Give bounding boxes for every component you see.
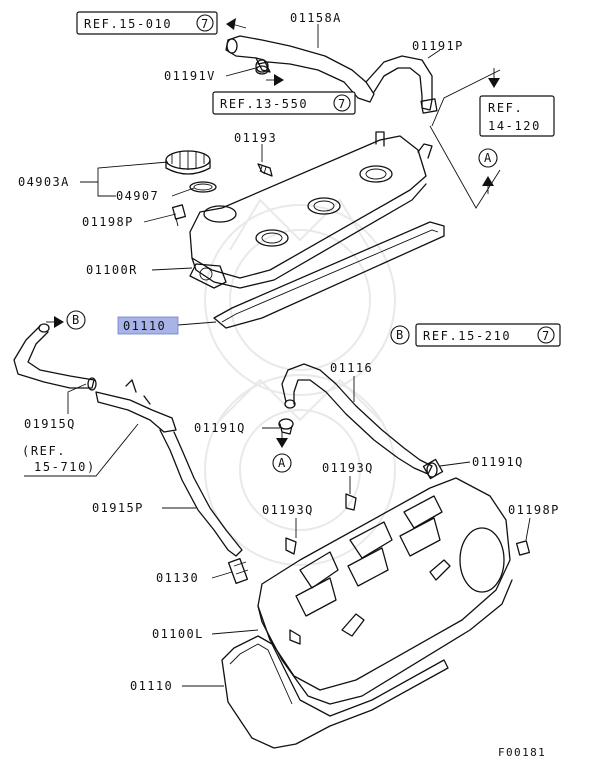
ref-15-710[interactable]: (REF. 15-710): [22, 444, 96, 474]
ref-14-120-line2: 14-120: [488, 119, 541, 133]
label-01915Q[interactable]: 01915Q: [24, 417, 76, 431]
ref-box-13-550[interactable]: REF.13-550 7: [212, 91, 356, 115]
hose-01191P[interactable]: [365, 55, 438, 114]
bolt-01198P-top[interactable]: [171, 204, 187, 227]
label-01110-bottom[interactable]: 01110: [130, 679, 173, 693]
rocker-cover-right-01100R[interactable]: [189, 131, 433, 289]
leader-lines: [24, 24, 531, 687]
clamp-01191Q-left[interactable]: [278, 418, 294, 435]
ref-15-010-text: REF.15-010: [84, 17, 172, 31]
label-01193Q-mid[interactable]: 01193Q: [262, 503, 314, 517]
clamp-01191V[interactable]: [255, 65, 269, 75]
label-01198P-top[interactable]: 01198P: [82, 215, 134, 229]
screw-01193Q-mid[interactable]: [285, 537, 297, 555]
marker-a-top-text: A: [484, 151, 493, 165]
ref-15-210-circled-number: 7: [542, 329, 551, 343]
flow-arrows: [46, 18, 500, 448]
marker-a-bottom-text: A: [278, 456, 287, 470]
marker-b-right[interactable]: B: [390, 325, 410, 345]
bracket[interactable]: [95, 379, 177, 433]
breather-hose-01158A[interactable]: [225, 35, 375, 103]
watermark-logo: [204, 198, 396, 566]
label-01100R[interactable]: 01100R: [86, 263, 138, 277]
label-01130[interactable]: 01130: [156, 571, 199, 585]
label-01110-top-highlighted[interactable]: 01110: [117, 316, 179, 335]
ref-15-710-line1: (REF.: [22, 444, 66, 458]
label-04907[interactable]: 04907: [116, 189, 159, 203]
marker-a-bottom[interactable]: A: [272, 453, 292, 473]
label-01193Q-top[interactable]: 01193Q: [322, 461, 374, 475]
ref-box-15-210[interactable]: REF.15-210 7: [415, 323, 561, 347]
label-01191Q-right[interactable]: 01191Q: [472, 455, 524, 469]
label-04903A[interactable]: 04903A: [18, 175, 70, 189]
gasket-01110-top[interactable]: [213, 221, 445, 329]
label-01191Q-left[interactable]: 01191Q: [194, 421, 246, 435]
figure-id: F00181: [498, 746, 546, 759]
marker-b-right-text: B: [396, 328, 405, 342]
highlight-box: [117, 316, 179, 335]
ref-15-210-text: REF.15-210: [423, 329, 511, 343]
gasket-01110-bottom[interactable]: [221, 635, 449, 749]
rocker-cover-left-01100L[interactable]: [257, 477, 513, 705]
label-01110-top: 01110: [123, 319, 166, 333]
clamp-01191Q-right[interactable]: [422, 458, 444, 480]
label-01191P[interactable]: 01191P: [412, 39, 464, 53]
ref-15-710-line2: 15-710): [34, 460, 96, 474]
label-01915P[interactable]: 01915P: [92, 501, 144, 515]
label-01116[interactable]: 01116: [330, 361, 373, 375]
oil-filler-cap[interactable]: [165, 150, 217, 193]
screw-01193Q-top[interactable]: [345, 493, 357, 511]
ref-14-120-line1: REF.: [488, 101, 523, 115]
marker-b-left-text: B: [72, 313, 81, 327]
bolt-01198P-bottom[interactable]: [515, 540, 531, 556]
screw-01193[interactable]: [257, 163, 273, 177]
ref-box-15-010[interactable]: REF.15-010 7: [76, 11, 218, 35]
label-01198P-bottom[interactable]: 01198P: [508, 503, 560, 517]
ref-15-010-circled-number: 7: [201, 17, 210, 31]
label-01191V[interactable]: 01191V: [164, 69, 216, 83]
marker-b-left[interactable]: B: [66, 310, 86, 330]
marker-a-top[interactable]: A: [478, 148, 498, 168]
label-01193[interactable]: 01193: [234, 131, 277, 145]
hose-01915P[interactable]: [159, 429, 243, 557]
ref-13-550-text: REF.13-550: [220, 97, 308, 111]
pcv-valve-01130[interactable]: [227, 557, 249, 585]
ref-13-550-circled-number: 7: [338, 97, 347, 111]
label-01158A[interactable]: 01158A: [290, 11, 342, 25]
ref-box-14-120[interactable]: REF. 14-120: [479, 95, 555, 137]
label-01100L[interactable]: 01100L: [152, 627, 204, 641]
hose-01915Q[interactable]: [13, 323, 97, 391]
